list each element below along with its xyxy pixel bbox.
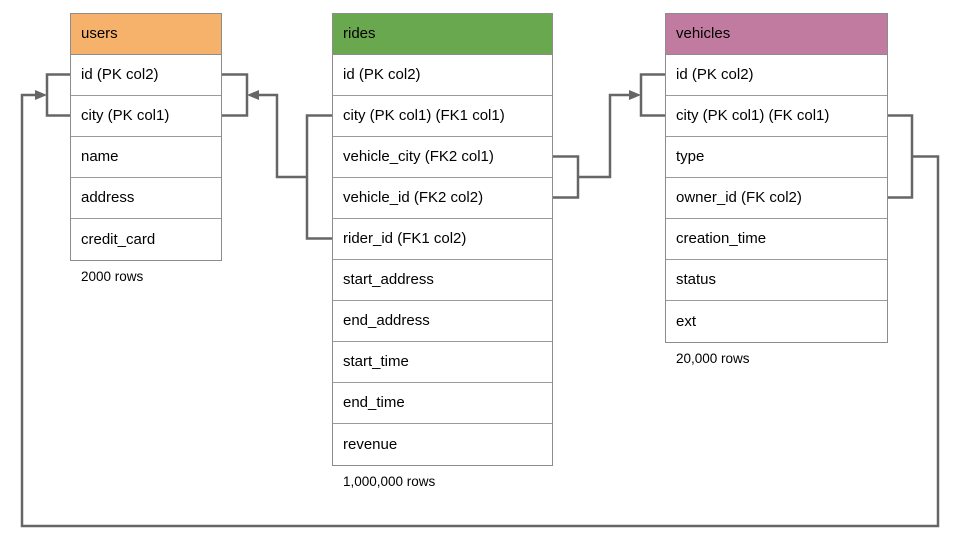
- table-row: credit_card: [71, 218, 221, 260]
- table-row: city (PK col1) (FK col1): [666, 95, 887, 137]
- table-row: creation_time: [666, 218, 887, 260]
- arrowhead-into-vehicles-icon: [629, 90, 641, 100]
- table-vehicles: vehicles id (PK col2)city (PK col1) (FK …: [665, 13, 888, 366]
- table-rides: rides id (PK col2)city (PK col1) (FK1 co…: [332, 13, 553, 489]
- table-row: id (PK col2): [666, 54, 887, 96]
- table-row: vehicle_id (FK2 col2): [333, 177, 552, 219]
- vehicles-right-bracket: [888, 114, 914, 199]
- table-row: city (PK col1): [71, 95, 221, 137]
- table-rides-header: rides: [333, 14, 552, 55]
- fk2-rides-to-vehicles-connector: [553, 73, 665, 199]
- table-rides-columns: id (PK col2)city (PK col1) (FK1 col1)veh…: [333, 54, 552, 465]
- table-row: start_time: [333, 341, 552, 383]
- table-row: id (PK col2): [71, 54, 221, 96]
- table-row: id (PK col2): [333, 54, 552, 96]
- table-row: revenue: [333, 423, 552, 465]
- table-row: start_address: [333, 259, 552, 301]
- table-row: status: [666, 259, 887, 301]
- table-vehicles-rowcount: 20,000 rows: [676, 350, 750, 366]
- table-row: owner_id (FK col2): [666, 177, 887, 219]
- fk-loop-shaft: [20, 93, 940, 528]
- table-vehicles-header: vehicles: [666, 14, 887, 55]
- table-users-rowcount: 2000 rows: [81, 268, 144, 284]
- table-row: vehicle_city (FK2 col1): [333, 136, 552, 178]
- arrowhead-into-users-icon: [247, 90, 259, 100]
- table-row: address: [71, 177, 221, 219]
- table-row: city (PK col1) (FK1 col1): [333, 95, 552, 137]
- arrowhead-into-users-left-icon: [35, 90, 47, 100]
- table-users-header: users: [71, 14, 221, 55]
- fk2-shaft: [578, 93, 632, 179]
- table-row: ext: [666, 300, 887, 342]
- fk1-shaft: [256, 93, 307, 179]
- table-row: type: [666, 136, 887, 178]
- fk1-rides-to-users-connector: [222, 73, 332, 240]
- table-row: end_address: [333, 300, 552, 342]
- table-row: name: [71, 136, 221, 178]
- table-rides-rowcount: 1,000,000 rows: [343, 473, 436, 489]
- fk-vehicles-to-users-connector: [20, 73, 940, 528]
- rides-left-bracket: [305, 114, 332, 240]
- vehicles-left-bracket: [639, 73, 665, 117]
- users-right-bracket: [222, 73, 249, 117]
- table-row: end_time: [333, 382, 552, 424]
- rides-right-bracket: [553, 155, 580, 199]
- table-vehicles-columns: id (PK col2)city (PK col1) (FK col1)type…: [666, 54, 887, 342]
- users-left-bracket: [45, 73, 70, 117]
- table-row: rider_id (FK1 col2): [333, 218, 552, 260]
